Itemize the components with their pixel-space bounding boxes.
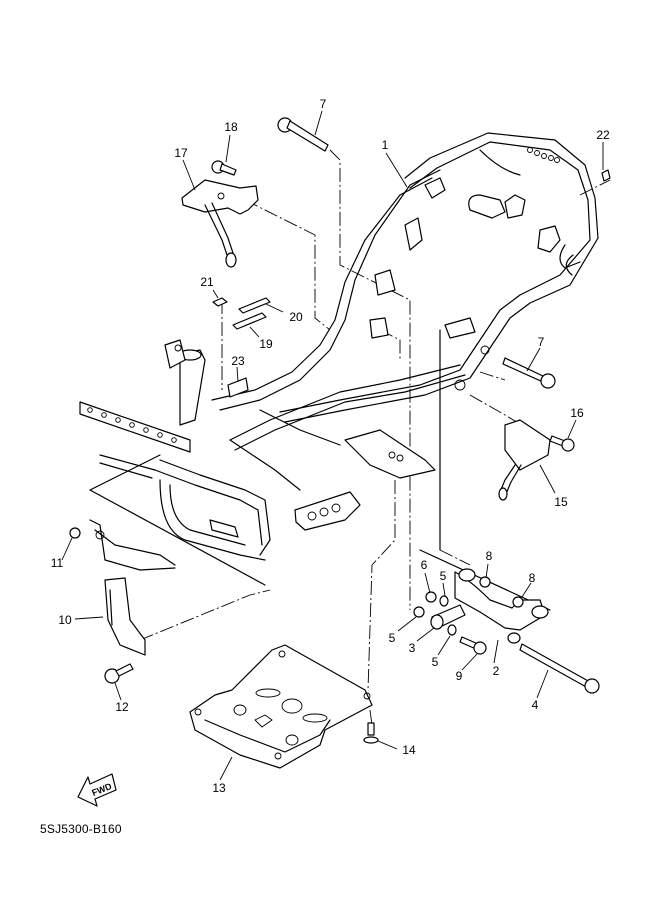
callout-7-right: 7 <box>537 335 545 349</box>
callout-20: 20 <box>289 310 303 324</box>
callout-5c: 5 <box>431 655 439 669</box>
under-cover-13 <box>189 644 373 769</box>
callout-17: 17 <box>174 146 188 160</box>
callout-19: 19 <box>259 337 273 351</box>
callout-6: 6 <box>420 558 428 572</box>
callout-9: 9 <box>455 669 463 683</box>
main-frame <box>79 132 599 561</box>
bolt-7-right <box>502 357 556 389</box>
bracket-17 <box>181 179 259 268</box>
bracket-10 <box>89 519 176 656</box>
callout-8b: 8 <box>528 571 536 585</box>
callout-13: 13 <box>212 781 226 795</box>
callout-3: 3 <box>408 641 416 655</box>
label-23 <box>227 377 249 398</box>
callout-18: 18 <box>224 120 238 134</box>
callout-7-upper: 7 <box>319 97 327 111</box>
callout-4: 4 <box>531 698 539 712</box>
bracket-15 <box>498 419 551 501</box>
nut-11 <box>69 527 81 539</box>
screw-14 <box>363 722 379 744</box>
callout-5a: 5 <box>388 631 396 645</box>
drawing-code: 5SJ5300-B160 <box>40 822 122 836</box>
callout-21: 21 <box>200 275 214 289</box>
callout-22: 22 <box>596 128 610 142</box>
callout-15: 15 <box>554 495 568 509</box>
callout-14: 14 <box>402 743 416 757</box>
pads-19-20-21 <box>212 297 271 330</box>
callout-11: 11 <box>50 556 64 570</box>
fwd-direction-arrow-icon <box>77 773 117 807</box>
bolt-16 <box>549 435 575 452</box>
engine-link-assembly <box>413 568 600 694</box>
bolt-12 <box>104 663 134 684</box>
callout-16: 16 <box>570 406 584 420</box>
bolt-7-upper <box>277 117 329 152</box>
callout-leaders <box>61 110 604 781</box>
label-22 <box>601 169 611 182</box>
callout-2: 2 <box>492 664 500 678</box>
callout-5b: 5 <box>439 569 447 583</box>
callout-8a: 8 <box>485 549 493 563</box>
callout-10: 10 <box>58 613 72 627</box>
callout-1: 1 <box>381 138 389 152</box>
crossmember-holes <box>87 407 177 443</box>
callout-23: 23 <box>231 354 245 368</box>
bolt-18 <box>211 160 237 176</box>
callout-12: 12 <box>115 700 129 714</box>
